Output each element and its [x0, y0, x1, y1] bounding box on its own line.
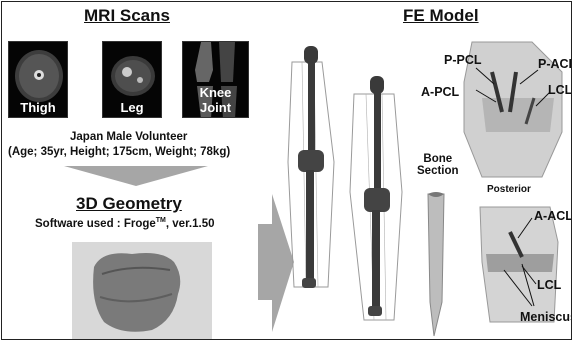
geometry-title: 3D Geometry	[76, 194, 182, 214]
p-pcl-label: P-PCL	[444, 53, 482, 67]
lcl-label-bottom: LCL	[537, 278, 561, 292]
right-arrow	[258, 194, 294, 332]
full-leg-fe-mesh-1	[288, 46, 334, 288]
posterior-label: Posterior	[487, 184, 531, 195]
meniscus-label: Meniscus	[520, 310, 572, 324]
down-arrow	[64, 166, 208, 186]
software-used: Software used : FrogeTM, ver.1.50	[35, 217, 215, 230]
bone-section-graphic	[428, 194, 444, 336]
knee-anterior-fe-model	[480, 207, 558, 322]
bone-section-label: Bone Section	[417, 153, 459, 177]
software-trademark: TM	[156, 217, 166, 224]
p-acl-label: P-ACL	[538, 57, 572, 71]
a-acl-label: A-ACL	[534, 209, 572, 223]
full-leg-fe-mesh-2	[350, 76, 402, 320]
a-pcl-label: A-PCL	[421, 85, 459, 99]
diagram-graphics	[2, 2, 572, 340]
fe-model-title: FE Model	[403, 6, 479, 26]
software-prefix: Software used : Froge	[35, 218, 156, 230]
lcl-label-top: LCL	[548, 83, 572, 97]
software-suffix: , ver.1.50	[166, 218, 215, 230]
